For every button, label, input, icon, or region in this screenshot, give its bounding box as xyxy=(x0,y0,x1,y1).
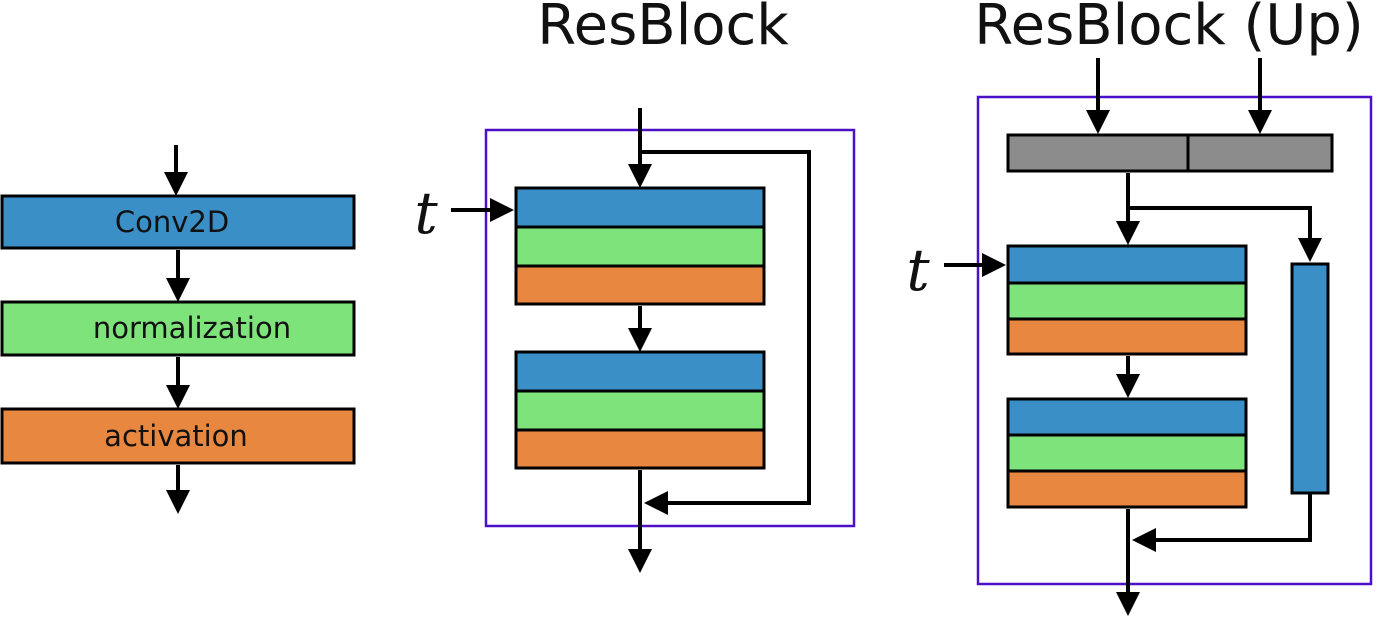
resblock-t-label: t xyxy=(414,179,438,247)
resblock-up-skip-branch xyxy=(1128,206,1322,262)
resblock-title: ResBlock xyxy=(537,0,789,58)
resblock-unit2-conv xyxy=(514,350,766,393)
resblock-up-skip-conv xyxy=(1290,262,1330,495)
resblock-unit2-norm xyxy=(514,389,766,432)
resblock-up-unit1-act xyxy=(1006,317,1248,356)
legend-norm-label: normalization xyxy=(93,311,291,345)
resblock-up-unit2-conv xyxy=(1006,397,1248,437)
resblock-unit1-conv xyxy=(514,186,766,229)
resblock-up-unit1-norm xyxy=(1006,281,1248,321)
resblock-up-title: ResBlock (Up) xyxy=(974,0,1364,58)
resblock-unit1-act xyxy=(514,264,766,306)
resblock-up-t-label: t xyxy=(906,236,930,304)
legend-norm-box xyxy=(0,300,356,357)
resblock-up-frame xyxy=(976,95,1373,586)
resblock-up-unit2-norm xyxy=(1006,433,1248,473)
legend-act-label: activation xyxy=(104,419,248,453)
legend-conv-label: Conv2D xyxy=(115,205,229,239)
legend-conv-box xyxy=(0,194,356,250)
resblock-unit2-act xyxy=(514,428,766,470)
resblock-unit1-norm xyxy=(514,225,766,268)
resblock-up-unit2-act xyxy=(1006,469,1248,509)
resblock-up-skip-return xyxy=(1132,494,1312,552)
legend-group: Conv2D normalization activation xyxy=(0,145,356,514)
resblock-up-unit1-conv xyxy=(1006,244,1248,285)
resblock-group: ResBlock t xyxy=(414,0,856,573)
resblock-skip-connection xyxy=(640,150,811,515)
legend-act-box xyxy=(0,407,356,465)
resblock-up-concat-right xyxy=(1186,133,1334,173)
resblock-up-concat-left xyxy=(1006,133,1190,173)
resblock-frame xyxy=(484,128,856,528)
resblock-up-group: ResBlock (Up) t xyxy=(906,0,1373,616)
